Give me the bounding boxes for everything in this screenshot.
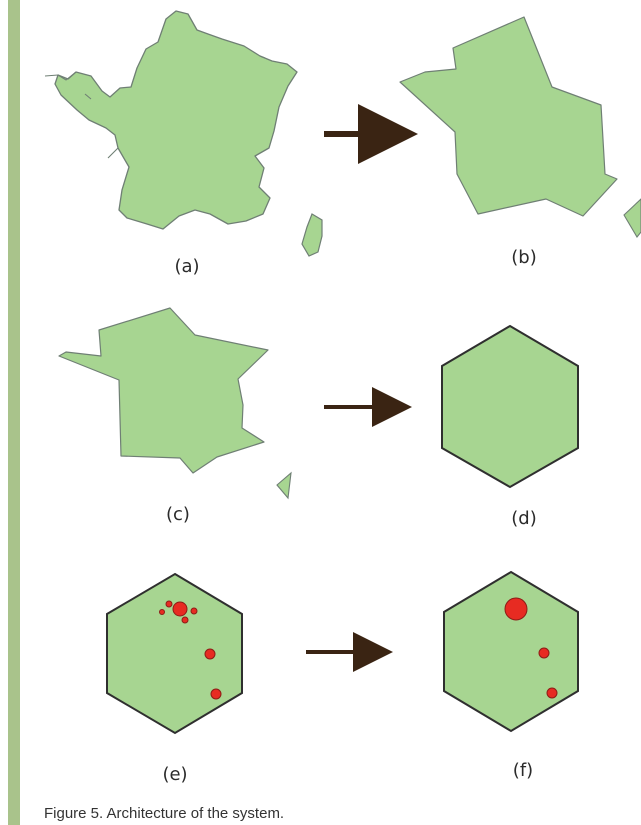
red-dot-icon — [181, 616, 189, 624]
hexagon-icon — [441, 324, 579, 489]
panel-b: (b) — [399, 16, 641, 268]
panel-f-label: (f) — [513, 760, 533, 781]
red-dot-icon — [204, 648, 216, 660]
panel-b-label: (b) — [511, 247, 536, 268]
red-dot-icon — [546, 687, 558, 699]
hexagon-icon — [106, 572, 243, 735]
france-map-simplified-icon — [399, 16, 618, 217]
panel-c: (c) — [58, 307, 292, 525]
hexagon-icon — [443, 570, 579, 733]
panel-e-label: (e) — [162, 764, 187, 785]
panel-c-label: (c) — [166, 504, 190, 525]
corsica-simplified-icon — [623, 198, 641, 238]
panel-d-label: (d) — [511, 508, 536, 529]
france-map-simplified-icon — [58, 307, 269, 474]
panel-d: (d) — [441, 324, 579, 529]
panel-a-label: (a) — [174, 256, 199, 277]
accent-bar — [8, 0, 20, 825]
red-dot-icon — [172, 601, 188, 617]
panel-e: (e) — [106, 572, 243, 785]
red-dot-icon — [190, 607, 198, 615]
red-dot-icon — [159, 609, 165, 615]
panel-f: (f) — [443, 570, 579, 781]
france-map-detailed-icon — [54, 10, 298, 230]
corsica-icon — [301, 213, 323, 257]
corsica-simplified-icon — [276, 471, 292, 500]
red-dot-icon — [210, 688, 222, 700]
figure-caption: Figure 5. Architecture of the system. — [44, 805, 285, 822]
red-dot-icon — [165, 600, 173, 608]
panel-a: (a) — [44, 10, 323, 277]
coast-detail-icon — [44, 55, 266, 159]
red-dot-icon — [538, 647, 550, 659]
red-dot-icon — [504, 597, 528, 621]
